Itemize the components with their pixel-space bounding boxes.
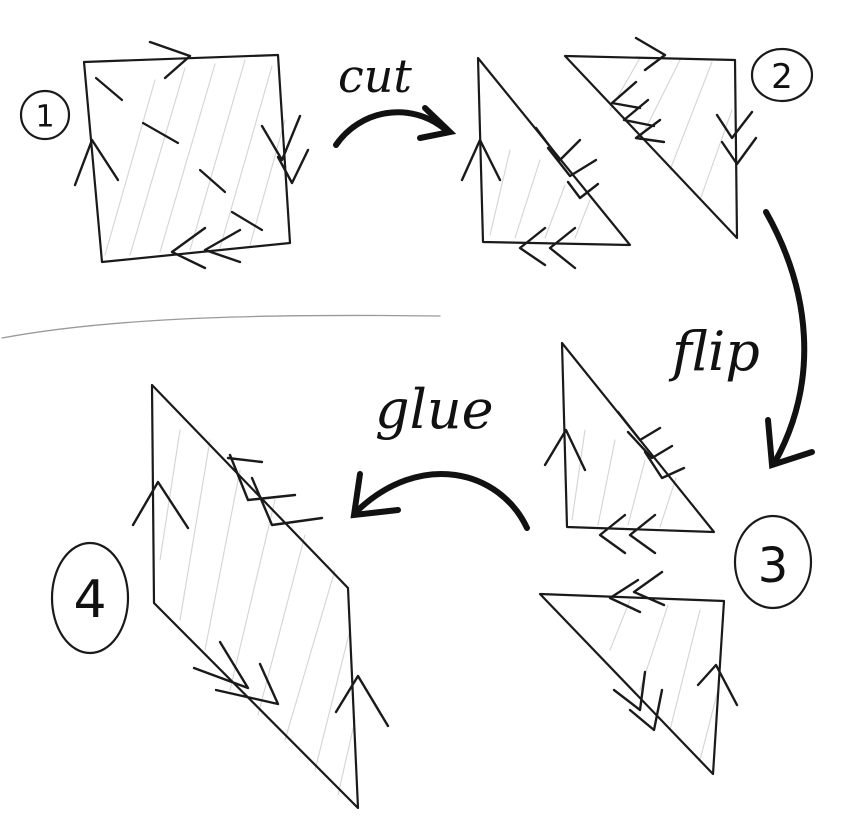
triangle-2b-arrows — [610, 36, 758, 166]
glue-arrowhead — [350, 471, 401, 519]
glue-action: glue — [350, 378, 530, 531]
step-2-number: 2 — [771, 57, 793, 97]
glue-label: glue — [375, 378, 494, 441]
triangle-2a-arrows — [460, 126, 600, 270]
step-3-triangles: 3 — [538, 341, 813, 776]
triangle-2a-hatching — [489, 149, 591, 239]
glue-arrow — [353, 471, 530, 531]
parallelogram-outline — [150, 383, 360, 810]
parallelogram-hatching — [159, 429, 356, 796]
triangle-3a-arrows — [543, 410, 686, 555]
triangle-2b-hatching — [609, 57, 733, 201]
step-4-parallelogram: 4 — [50, 383, 390, 810]
step-4-badge: 4 — [50, 541, 130, 655]
step-3-badge: 3 — [733, 514, 813, 610]
triangle-2b-outline — [563, 54, 739, 240]
flip-arrow — [763, 209, 808, 465]
step-2-circle — [750, 47, 814, 103]
triangle-3b-hatching — [609, 599, 719, 761]
cut-label: cut — [338, 49, 412, 103]
flip-label: flip — [668, 320, 760, 383]
step-2-badge: 2 — [750, 47, 814, 103]
step-4-number: 4 — [73, 570, 106, 630]
cut-arrowhead — [417, 105, 457, 141]
cut-arrow — [333, 109, 449, 148]
triangle-3b-outline — [538, 592, 726, 776]
step-4-circle — [50, 541, 130, 655]
parallelogram-arrows — [131, 453, 390, 728]
square-edge-arrows — [73, 40, 310, 270]
step-1-badge: 1 — [19, 89, 71, 141]
step-1-number: 1 — [35, 100, 54, 135]
step-1-circle — [19, 89, 71, 141]
square-diagonal-ticks — [94, 76, 264, 232]
step-3-number: 3 — [758, 538, 789, 594]
step-2-triangles: 2 — [460, 36, 814, 270]
flip-action: flip — [668, 209, 815, 470]
section-divider — [1, 314, 441, 339]
step-3-circle — [733, 514, 813, 610]
step-1-square: 1 — [19, 40, 310, 270]
triangle-3b-arrows — [608, 570, 739, 732]
flip-arrowhead — [765, 417, 815, 470]
cut-action: cut — [333, 49, 457, 148]
square-outline — [82, 53, 292, 264]
triangle-3a-hatching — [571, 429, 677, 528]
square-hatching — [104, 59, 286, 256]
